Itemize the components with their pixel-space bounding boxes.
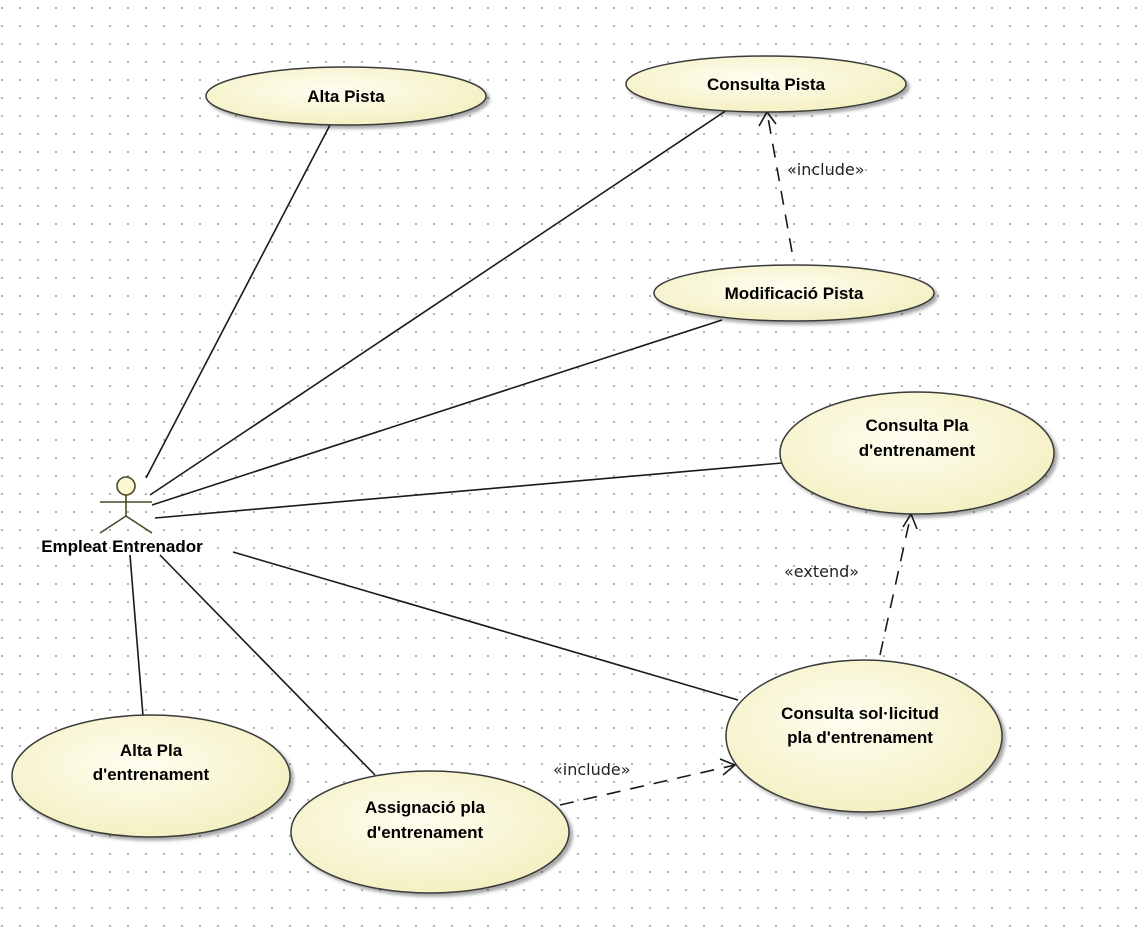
assoc-consulta-pla[interactable] bbox=[154, 462, 783, 519]
use-case-modificacio-pista[interactable]: Modificació Pista bbox=[653, 264, 935, 322]
include-arrow-assignacio-to-sollicitud[interactable] bbox=[559, 764, 736, 806]
use-case-consulta-pla[interactable]: Consulta Pla d'entrenament bbox=[779, 391, 1055, 515]
assoc-modificacio-pista[interactable] bbox=[151, 319, 723, 506]
use-case-label-line: Consulta Pista bbox=[707, 75, 826, 94]
use-case-alta-pla[interactable]: Alta Pla d'entrenament bbox=[11, 714, 291, 838]
use-case-assignacio-pla[interactable]: Assignació pla d'entrenament bbox=[290, 770, 570, 894]
use-case-label-line: d'entrenament bbox=[859, 441, 976, 460]
use-case-label-line: pla d'entrenament bbox=[787, 728, 933, 747]
use-case-label-line: d'entrenament bbox=[93, 765, 210, 784]
actor-stick-figure-icon bbox=[99, 476, 153, 534]
use-case-label-line: Alta Pista bbox=[307, 87, 385, 106]
actor-label: Empleat Entrenador bbox=[41, 537, 203, 556]
assoc-alta-pla[interactable] bbox=[129, 554, 144, 717]
association-lines bbox=[129, 109, 783, 776]
assoc-consulta-sollicitud[interactable] bbox=[232, 551, 739, 701]
assoc-consulta-pista[interactable] bbox=[149, 109, 728, 496]
include-label-consulta-pista: «include» bbox=[787, 160, 865, 179]
use-case-label-line: Consulta Pla bbox=[866, 416, 970, 435]
include-label-sollicitud: «include» bbox=[553, 760, 631, 779]
use-case-label-line: Alta Pla bbox=[120, 741, 183, 760]
use-case-consulta-sollicitud[interactable]: Consulta sol·licitud pla d'entrenament bbox=[725, 659, 1003, 813]
use-case-consulta-pista[interactable]: Consulta Pista bbox=[625, 55, 907, 113]
use-case-label-line: Assignació pla bbox=[365, 798, 486, 817]
assoc-assignacio-pla[interactable] bbox=[159, 554, 376, 776]
include-arrowhead-sollicitud bbox=[719, 758, 737, 776]
use-case-label-line: Consulta sol·licitud bbox=[781, 704, 939, 723]
use-case-label-line: d'entrenament bbox=[367, 823, 484, 842]
extend-label-consulta-pla: «extend» bbox=[784, 562, 859, 581]
extend-arrow-sollicitud-to-consulta-pla[interactable] bbox=[879, 513, 912, 656]
use-case-label-line: Modificació Pista bbox=[725, 284, 864, 303]
use-case-alta-pista[interactable]: Alta Pista bbox=[205, 66, 487, 126]
assoc-alta-pista[interactable] bbox=[145, 124, 331, 479]
actor-empleat-entrenador[interactable]: Empleat Entrenador bbox=[41, 476, 203, 556]
